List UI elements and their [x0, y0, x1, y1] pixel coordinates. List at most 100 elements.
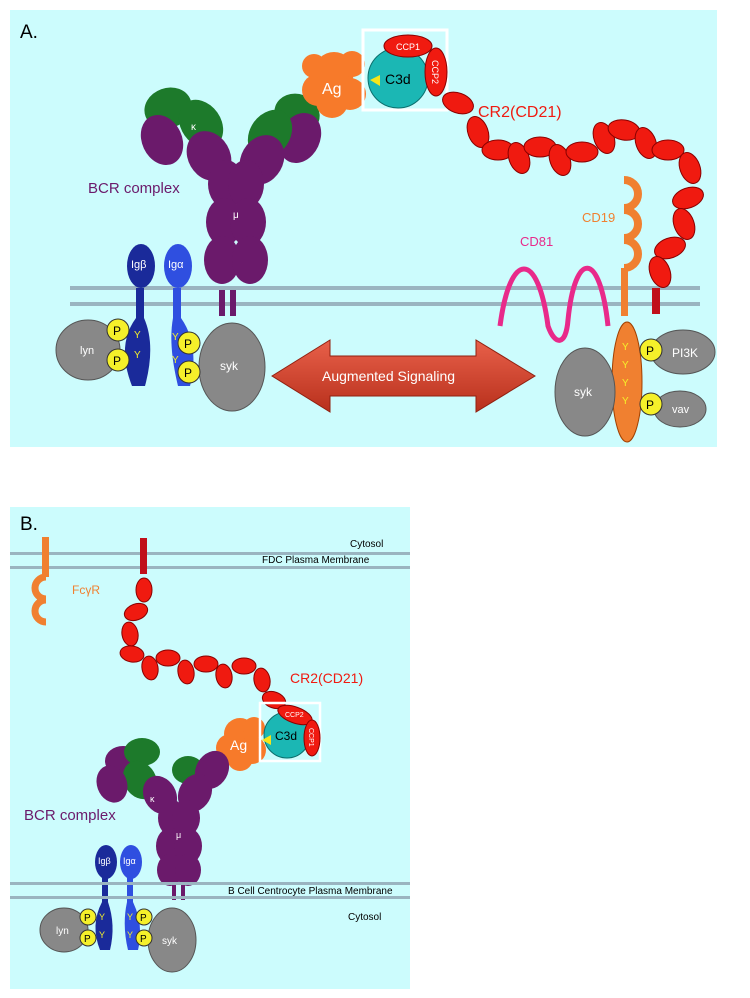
ig-beta-alpha	[124, 244, 194, 386]
p-b-label-2: P	[84, 934, 91, 945]
ig-alpha-b-label: Igα	[123, 856, 136, 866]
ag-label: Ag	[322, 81, 342, 98]
panel-a-membrane	[70, 286, 700, 306]
ccp-domain	[672, 208, 696, 240]
ccp-domain	[654, 236, 686, 260]
syk-left-label: syk	[220, 359, 239, 373]
ccp-domain	[119, 645, 145, 663]
cd19	[611, 176, 643, 443]
cr2-b-chain	[119, 577, 287, 710]
fcgr-label: FcγR	[72, 583, 100, 597]
ccp1-b-domain	[303, 719, 321, 757]
ig-beta-b-label: Igβ	[98, 856, 111, 866]
ig-beta-alpha-b	[95, 845, 142, 950]
ccp-domain	[565, 141, 599, 163]
cd81-label: CD81	[520, 234, 553, 249]
p-label-4: P	[184, 366, 192, 380]
syk-right-label: syk	[574, 385, 593, 399]
cr2-b-label: CR2(CD21)	[290, 670, 363, 686]
y-b-label-2: Y	[99, 930, 105, 940]
ig-alpha-label: Igα	[168, 259, 184, 271]
ccp1-domain	[383, 34, 433, 58]
syk-b-label: syk	[162, 936, 178, 947]
igm-antibody-b	[96, 738, 230, 900]
mu-b-label: μ	[176, 830, 181, 840]
ig-beta-label: Igβ	[131, 259, 147, 271]
y-b-label-4: Y	[127, 930, 133, 940]
ccp-domain	[177, 659, 195, 685]
phospho-sites-bcr	[106, 318, 201, 384]
cytosol-top-label: Cytosol	[350, 539, 383, 550]
ccp2-label: CCP2	[430, 60, 440, 84]
y-label-3: Y	[172, 332, 179, 343]
c3d-b-label: C3d	[275, 729, 297, 743]
ccp-domain	[155, 649, 181, 667]
ccp2-domain	[424, 47, 448, 97]
panel-a: A. κ μ BC	[10, 10, 717, 447]
antigen	[302, 51, 366, 118]
b-membrane-top	[10, 882, 410, 885]
cytosol-bottom-label: Cytosol	[348, 912, 381, 923]
cd19-y-4: Y	[622, 396, 629, 407]
panel-b-background	[10, 507, 410, 989]
syk-kinase-right	[554, 347, 616, 437]
cr2-tail	[652, 288, 660, 314]
panel-a-label: A.	[20, 22, 38, 43]
ccp1-b-label: CCP1	[307, 728, 314, 747]
cr2-b-tail	[140, 538, 147, 574]
mu-label: μ	[233, 210, 239, 221]
phospho-b-4	[135, 929, 153, 947]
p-b-label-4: P	[140, 934, 147, 945]
phospho-b-1	[79, 908, 97, 926]
phospho-b-2	[79, 929, 97, 947]
ag-b-label: Ag	[230, 737, 247, 753]
kappa-b-label: κ	[150, 794, 155, 804]
ccp-domain	[634, 127, 658, 159]
pi3k-phospho	[639, 338, 663, 362]
augmented-signaling-arrow	[271, 339, 536, 413]
augmented-signaling-label: Augmented Signaling	[322, 368, 455, 384]
cd19-y-1: Y	[622, 342, 629, 353]
ccp-domain	[253, 667, 271, 693]
cd19-y-3: Y	[622, 378, 629, 389]
cd19-y-2: Y	[622, 360, 629, 371]
b-membrane-bottom	[10, 896, 410, 899]
fdc-membrane-top	[10, 552, 410, 555]
ccp-domain	[215, 663, 233, 689]
fdc-membrane-bottom	[10, 566, 410, 569]
y-label-2: Y	[134, 350, 141, 361]
y-label-4: Y	[172, 355, 179, 366]
thioester-marker	[370, 75, 380, 86]
p-label-3: P	[184, 337, 192, 351]
cd81-tetraspanin	[497, 265, 611, 343]
p-b-label-1: P	[84, 913, 91, 924]
p-label-5: P	[646, 344, 654, 358]
p-label-1: P	[113, 324, 121, 338]
ccp-domain	[672, 186, 704, 210]
ccp-domain	[648, 256, 672, 288]
lyn-label: lyn	[80, 345, 94, 357]
phospho-b-3	[135, 908, 153, 926]
fcgr-receptor	[31, 537, 49, 626]
ccp-domain	[123, 602, 149, 622]
ccp-domain	[141, 655, 159, 681]
ccp-domain	[231, 657, 257, 675]
lyn-b-label: lyn	[56, 926, 69, 937]
b-membrane-label: B Cell Centrocyte Plasma Membrane	[228, 886, 393, 897]
c3d-label: C3d	[385, 71, 411, 87]
bcr-complex-label: BCR complex	[88, 180, 180, 197]
p-label-6: P	[646, 398, 654, 412]
ccp2-b-label: CCP2	[285, 712, 304, 719]
thioester-b-marker	[262, 735, 271, 745]
vav-phospho	[639, 392, 663, 416]
pi3k-label: PI3K	[672, 346, 698, 360]
ccp1-label: CCP1	[396, 42, 420, 52]
ccp-domain	[678, 152, 702, 184]
igm-antibody	[140, 87, 322, 316]
p-b-label-3: P	[140, 913, 147, 924]
bcr-complex-b-label: BCR complex	[24, 807, 116, 824]
ccp-domain	[135, 577, 153, 603]
y-b-label-1: Y	[99, 912, 105, 922]
ccp-domain	[193, 655, 219, 673]
